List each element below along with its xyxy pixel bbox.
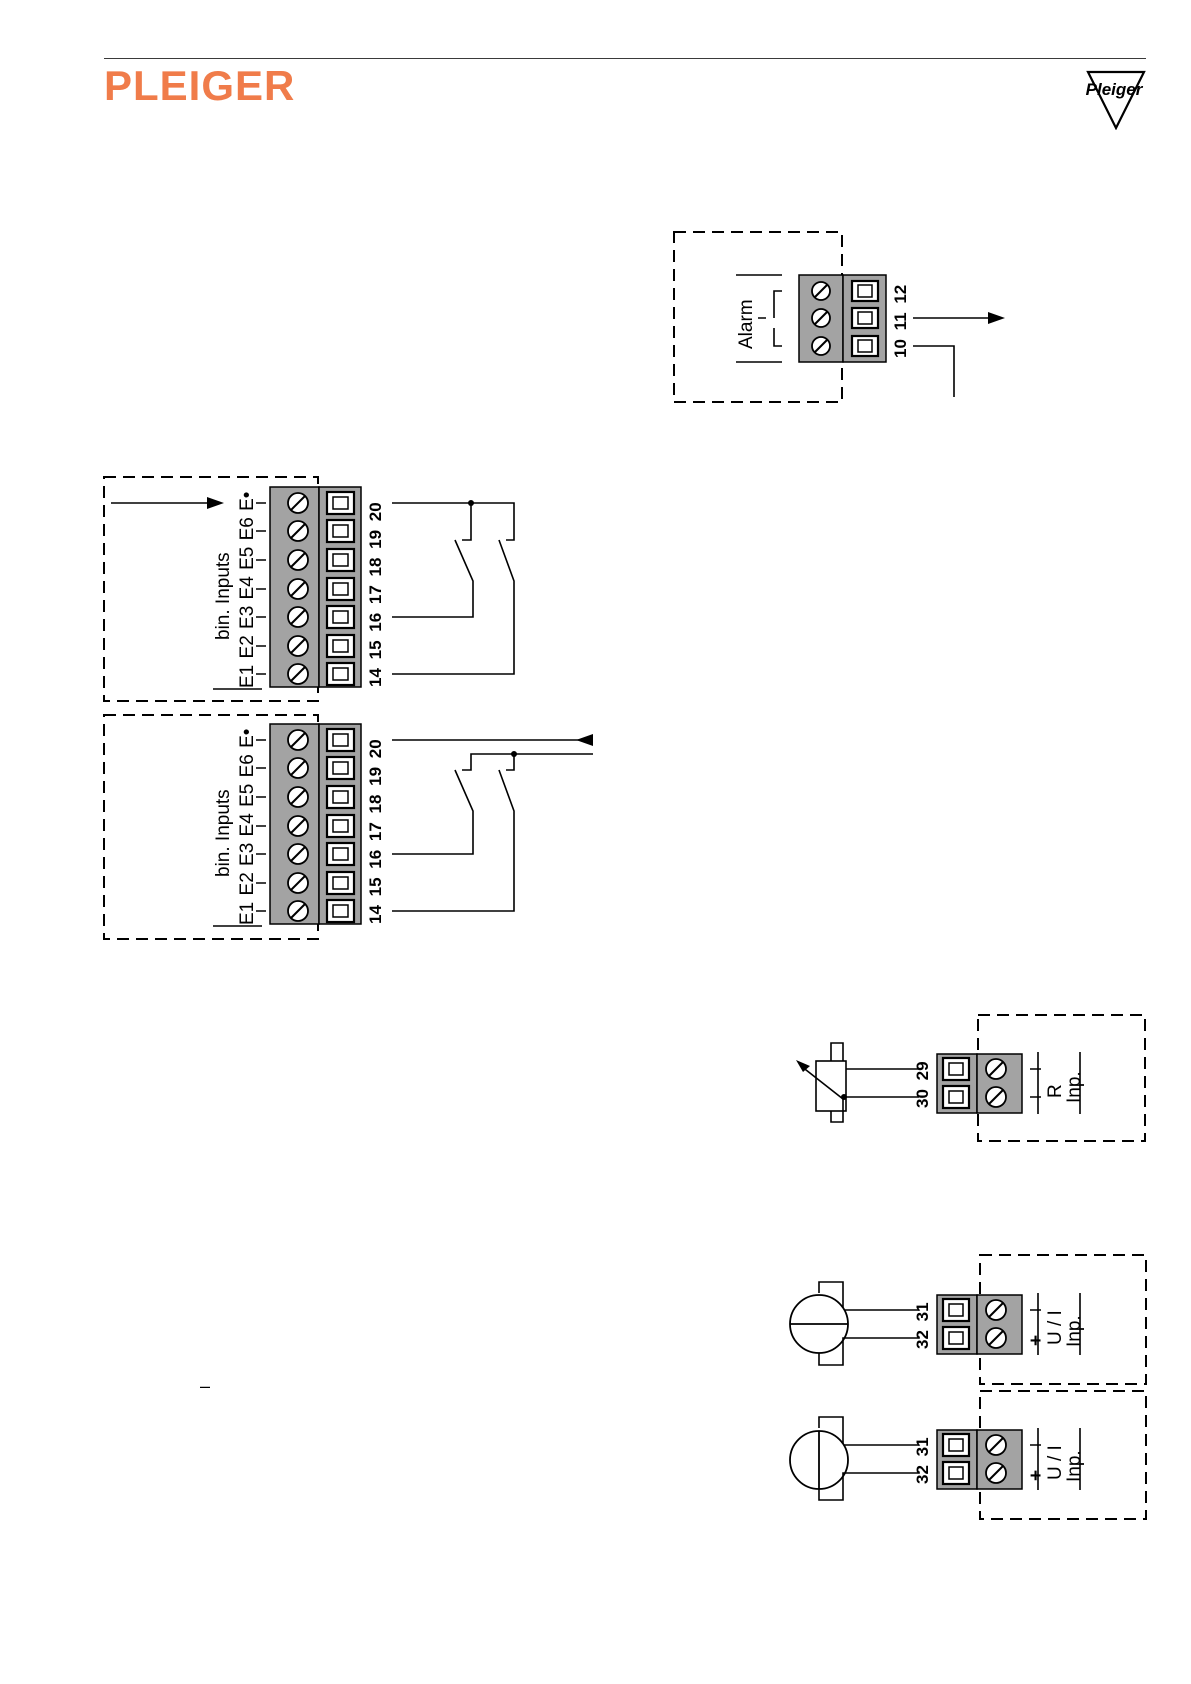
ui-inp-label-upper: Inp. xyxy=(1064,1315,1085,1347)
ui-plus-sign-upper: + xyxy=(1026,1335,1047,1346)
current-source-icon-upper xyxy=(790,1282,919,1365)
binary-plug-column-lower xyxy=(327,729,354,922)
ui-inp-label-lower: Inp. xyxy=(1064,1450,1085,1482)
current-voltage-input-diagram-upper: + U / I Inp. 32 31 xyxy=(790,1255,1146,1384)
binary-terminal-numbers-lower: 14 15 16 17 18 19 20 xyxy=(366,739,385,924)
current-voltage-input-diagram-lower: + U / I Inp. 32 31 xyxy=(790,1391,1146,1519)
binary-inputs-list-upper: E1 E2 E3 E4 E5 E6 E• xyxy=(237,492,258,688)
alarm-plug-row xyxy=(852,281,878,356)
binary-terminal-numbers-upper: 14 15 16 17 18 19 20 xyxy=(366,502,385,687)
ui-label-lower: U / I xyxy=(1045,1445,1066,1480)
voltage-source-icon-lower xyxy=(790,1417,919,1500)
alarm-terminal-numbers: 10 11 12 xyxy=(891,285,910,358)
binary-inputs-title-lower: bin. Inputs xyxy=(213,789,234,877)
alarm-screw-row xyxy=(812,282,830,355)
ui-plus-sign-lower: + xyxy=(1026,1470,1047,1481)
plug-30 xyxy=(943,1086,969,1108)
resistance-input-diagram: R Inp. 30 29 xyxy=(796,1015,1145,1141)
resistance-label: R xyxy=(1045,1084,1066,1098)
alarm-label: Alarm xyxy=(736,299,757,349)
binary-inputs-diagram-lower: bin. Inputs E1 E2 E3 E4 E5 E6 E• 14 15 1… xyxy=(104,715,593,939)
binary-plug-column-upper xyxy=(327,492,354,685)
resistance-inp-label: Inp. xyxy=(1064,1071,1085,1103)
ui-label-upper: U / I xyxy=(1045,1310,1066,1345)
binary-inputs-list-lower: E1 E2 E3 E4 E5 E6 E• xyxy=(237,729,258,925)
minus-mark: – xyxy=(200,1376,210,1396)
alarm-relay-diagram: Alarm 10 11 12 xyxy=(674,232,1005,402)
binary-inputs-title-upper: bin. Inputs xyxy=(213,552,234,640)
potentiometer-icon xyxy=(796,1043,919,1122)
plug-29 xyxy=(943,1058,969,1080)
binary-inputs-diagram-upper: bin. Inputs E1 E2 E3 E4 E5 E6 E• 14 15 1… xyxy=(104,477,514,701)
